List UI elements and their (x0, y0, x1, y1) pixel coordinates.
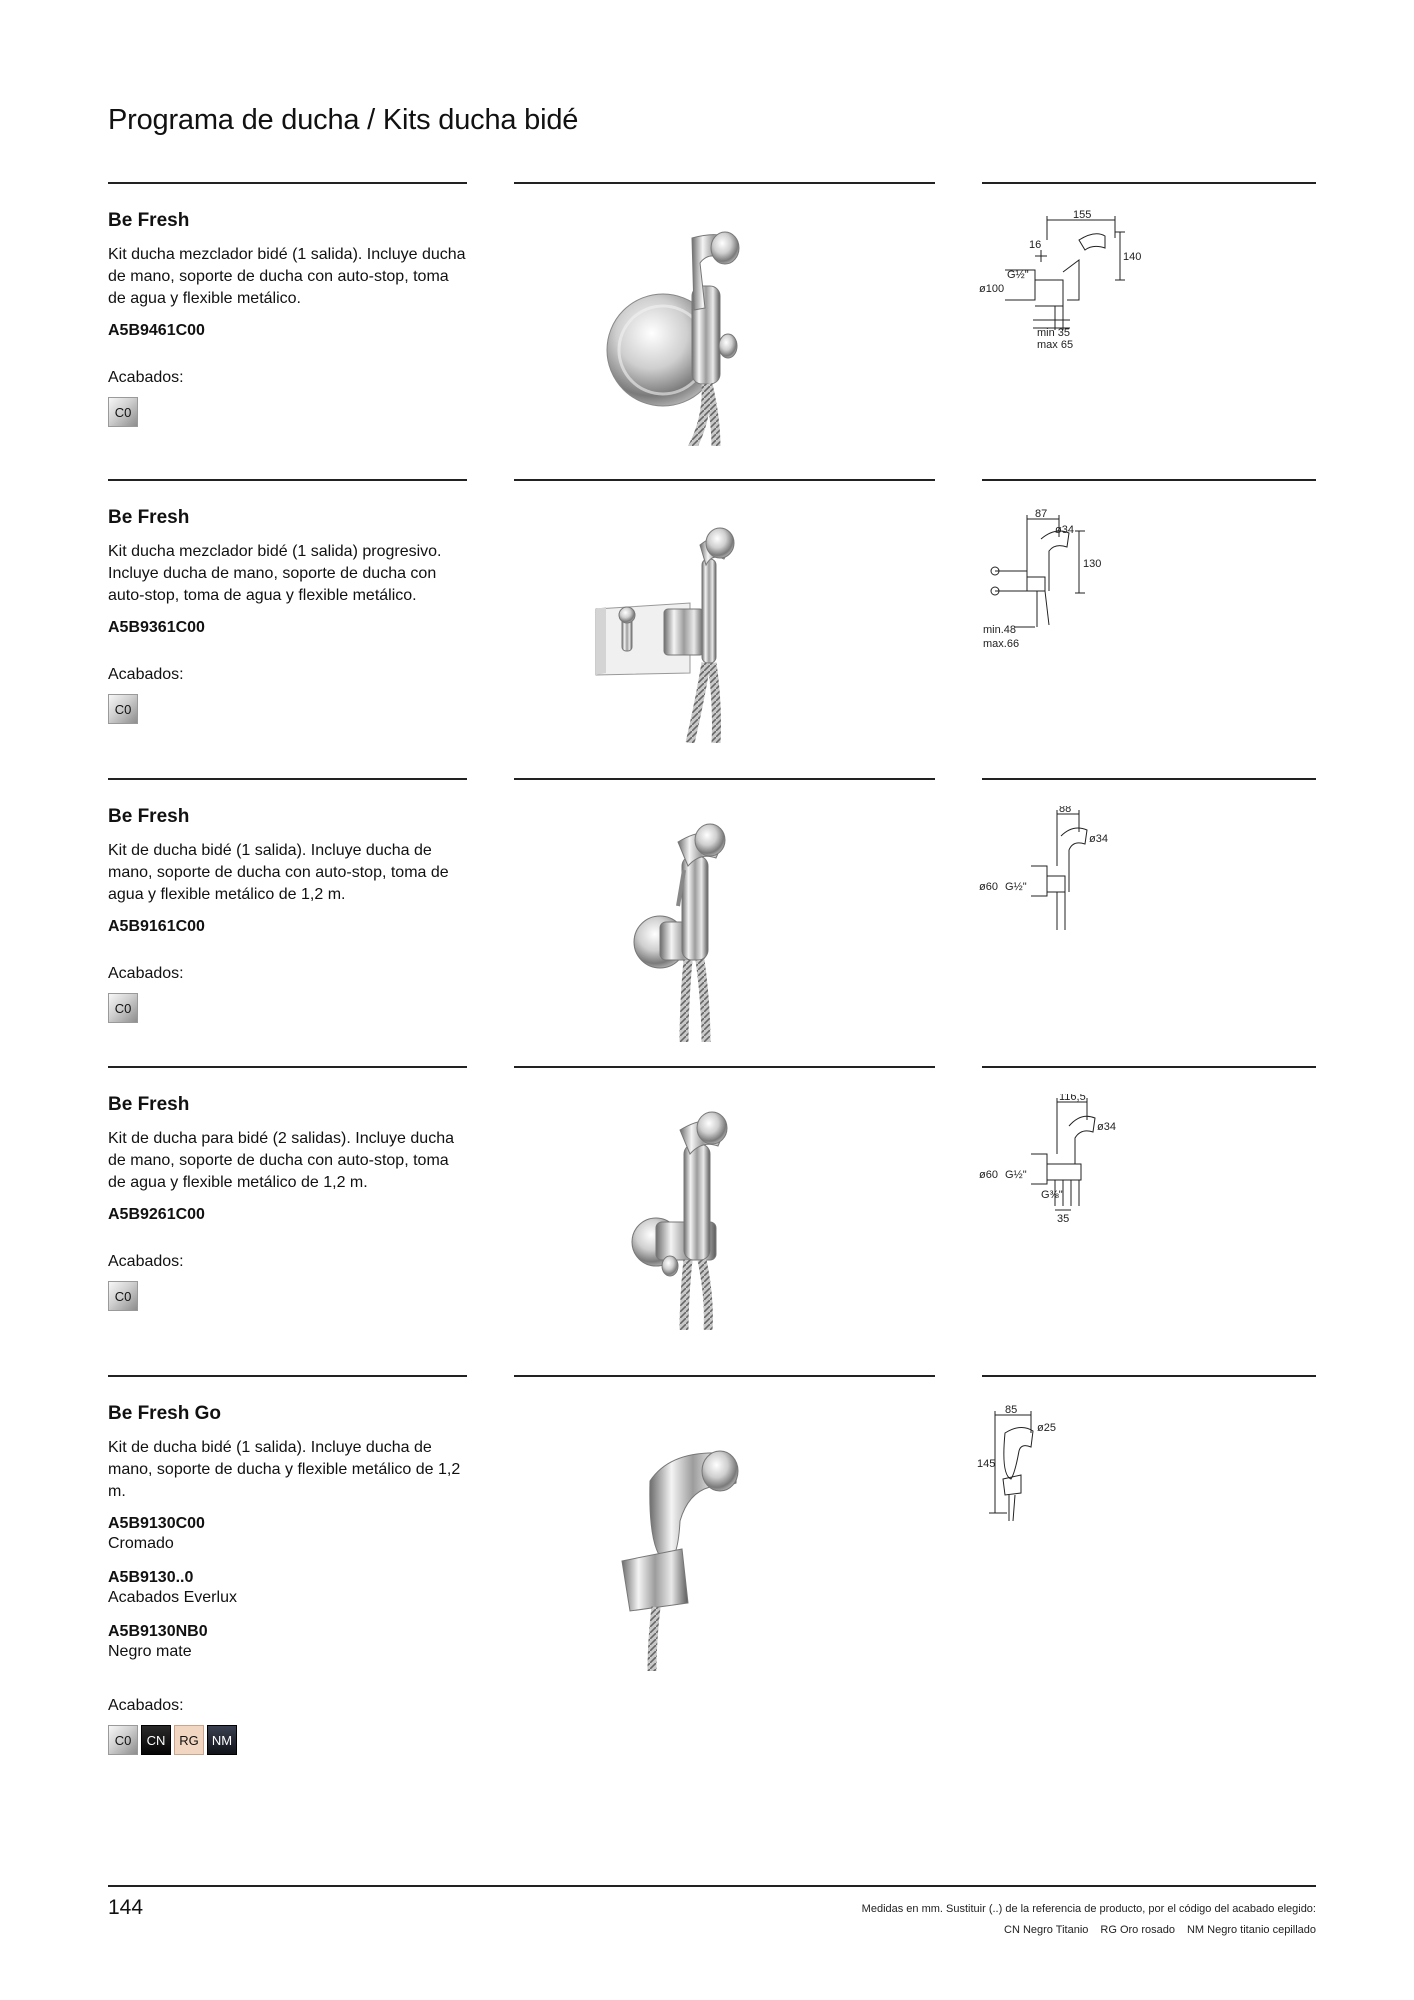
finish-swatch-cn[interactable]: CN (141, 1725, 171, 1755)
dimension-label: ø25 (1037, 1422, 1056, 1434)
divider (982, 1066, 1316, 1068)
footer-note: Medidas en mm. Sustituir (..) de la refe… (861, 1903, 1316, 1915)
page-title: Programa de ducha / Kits ducha bidé (108, 104, 579, 136)
dimension-label: ø34 (1055, 524, 1074, 536)
product-photo (633, 823, 726, 1042)
divider (108, 778, 467, 780)
product-name: Be Fresh (108, 507, 190, 528)
dimension-label: min 35 (1037, 327, 1070, 339)
product-photo (631, 1111, 728, 1330)
finish-legend: CN Negro Titanio RG Oro rosado NM Negro … (1004, 1924, 1316, 1936)
divider (108, 1066, 467, 1068)
product-photo (595, 527, 735, 743)
dimension-label: 35 (1057, 1213, 1069, 1225)
product-reference: A5B9161C00 (108, 918, 205, 935)
footer-divider (108, 1885, 1316, 1887)
product-reference: A5B9261C00 (108, 1206, 205, 1223)
divider (514, 778, 935, 780)
product-description: Kit de ducha para bidé (2 salidas). Incl… (108, 1130, 454, 1191)
product-name: Be Fresh (108, 1094, 190, 1115)
dimension-label: ø34 (1097, 1121, 1116, 1133)
divider (514, 182, 935, 184)
dimension-label: 87 (1035, 508, 1047, 520)
divider (982, 778, 1316, 780)
finish-swatch-c0[interactable]: C0 (108, 694, 138, 724)
dimension-label: G½" (1005, 1169, 1027, 1181)
finishes-label: Acabados: (108, 666, 184, 683)
dimension-label: 116,5 (1059, 1094, 1086, 1103)
technical-drawing: 116,5 ø34 ø60 G½" G⅜" 35 (979, 1094, 1116, 1225)
dimension-label: 155 (1073, 210, 1091, 221)
divider (108, 1375, 467, 1377)
finish-swatch-c0[interactable]: C0 (108, 1281, 138, 1311)
dimension-label: 130 (1083, 558, 1101, 570)
dimension-label: ø60 (979, 1169, 998, 1181)
finishes-label: Acabados: (108, 369, 184, 386)
divider (514, 1066, 935, 1068)
product-reference: A5B9130NB0 (108, 1623, 208, 1640)
product-description: Kit de ducha bidé (1 salida). Incluye du… (108, 1439, 461, 1500)
divider (514, 1375, 935, 1377)
product-description: Kit ducha mezclador bidé (1 salida) prog… (108, 543, 442, 604)
product-description: Kit de ducha bidé (1 salida). Incluye du… (108, 842, 449, 903)
divider (982, 182, 1316, 184)
product-reference: A5B9461C00 (108, 322, 205, 339)
finish-swatch-nm[interactable]: NM (207, 1725, 237, 1755)
product-reference: A5B9361C00 (108, 619, 205, 636)
legend-item: RG Oro rosado (1100, 1924, 1175, 1936)
technical-drawing: 85 ø25 145 (977, 1404, 1056, 1522)
dimension-label: ø60 (979, 881, 998, 893)
dimension-label: max.66 (983, 638, 1019, 647)
dimension-label: G⅜" (1041, 1189, 1063, 1201)
legend-item: NM Negro titanio cepillado (1186, 1924, 1316, 1936)
product-photo (606, 231, 740, 446)
divider (982, 479, 1316, 481)
product-reference-note: Acabados Everlux (108, 1589, 237, 1606)
finishes-label: Acabados: (108, 1253, 184, 1270)
product-reference-note: Cromado (108, 1535, 174, 1552)
dimension-label: G½" (1005, 881, 1027, 893)
dimension-label: 85 (1005, 1404, 1017, 1416)
product-reference: A5B9130..0 (108, 1569, 194, 1586)
dimension-label: 88 (1059, 806, 1071, 815)
dimension-label: ø34 (1089, 833, 1108, 845)
legend-item: CN Negro Titanio (1004, 1924, 1089, 1936)
product-name: Be Fresh (108, 210, 190, 231)
dimension-label: max 65 (1037, 339, 1073, 350)
finishes-label: Acabados: (108, 1697, 184, 1714)
product-description: Kit ducha mezclador bidé (1 salida). Inc… (108, 246, 466, 307)
finish-swatch-c0[interactable]: C0 (108, 397, 138, 427)
finishes-label: Acabados: (108, 965, 184, 982)
divider (982, 1375, 1316, 1377)
divider (108, 182, 467, 184)
product-reference: A5B9130C00 (108, 1515, 205, 1532)
finish-swatch-c0[interactable]: C0 (108, 1725, 138, 1755)
page-number: 144 (108, 1896, 144, 1919)
product-reference-note: Negro mate (108, 1643, 192, 1660)
product-name: Be Fresh Go (108, 1403, 221, 1424)
divider (108, 479, 467, 481)
product-name: Be Fresh (108, 806, 190, 827)
product-photo (621, 1450, 739, 1671)
technical-drawing: 88 ø34 ø60 G½" (979, 806, 1108, 930)
technical-drawing: 87 ø34 130 min.48 max.66 (983, 508, 1101, 647)
technical-drawing: 155 16 140 G½" ø100 min 35 max 65 (979, 210, 1141, 350)
divider (514, 479, 935, 481)
dimension-label: 145 (977, 1458, 995, 1470)
dimension-label: 140 (1123, 251, 1141, 263)
finish-swatch-c0[interactable]: C0 (108, 993, 138, 1023)
dimension-label: min.48 (983, 624, 1016, 636)
finish-swatch-rg[interactable]: RG (174, 1725, 204, 1755)
dimension-label: ø100 (979, 283, 1004, 295)
dimension-label: G½" (1007, 269, 1029, 281)
dimension-label: 16 (1029, 239, 1041, 251)
